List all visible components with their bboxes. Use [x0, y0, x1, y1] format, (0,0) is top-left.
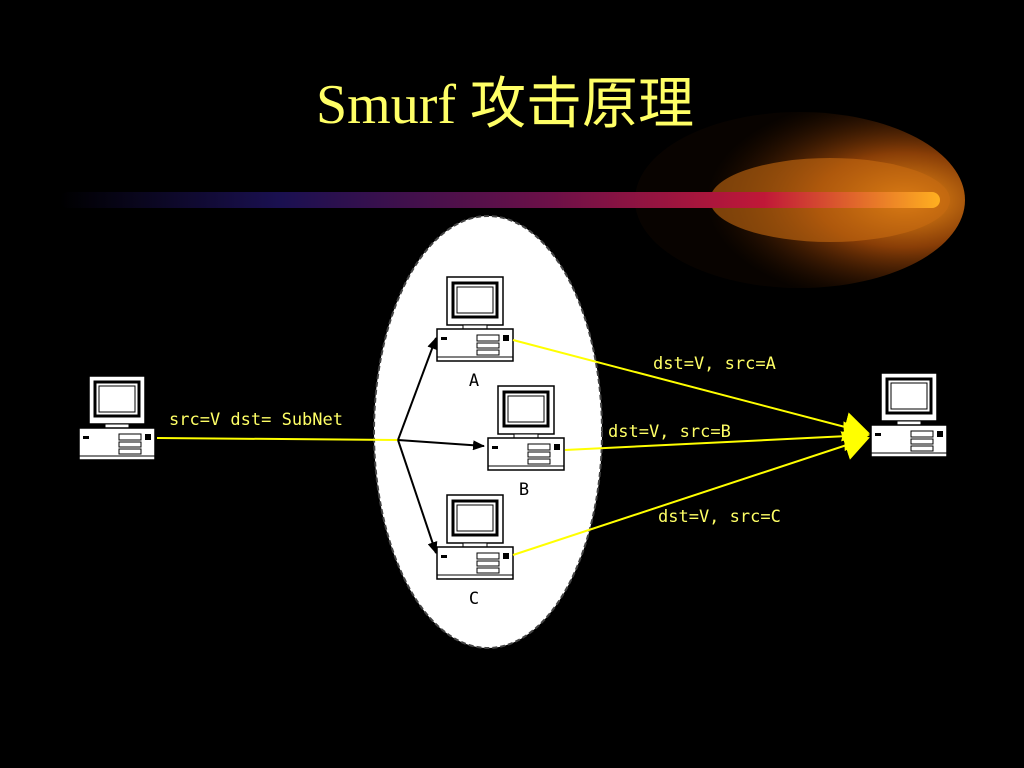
- host-b-label: B: [519, 480, 529, 500]
- attack-packet-label: src=V dst= SubNet: [169, 410, 343, 430]
- reply-line-c: [512, 431, 870, 556]
- reply-line-a: [512, 339, 870, 442]
- host-b-computer-icon: [486, 384, 566, 472]
- attack-packet-line: [156, 437, 399, 441]
- slide-title: Smurf 攻击原理: [316, 74, 694, 136]
- banner-beam: [60, 192, 940, 208]
- reply-line-b: [564, 421, 870, 452]
- reply-label-a: dst=V, src=A: [653, 354, 776, 374]
- host-a-label: A: [469, 371, 479, 391]
- attacker-computer-icon: [77, 374, 157, 462]
- broadcast-arrow-b: [397, 439, 485, 451]
- host-c-computer-icon: [435, 493, 515, 581]
- reply-label-b: dst=V, src=B: [608, 422, 731, 442]
- broadcast-arrow-a: [397, 337, 437, 441]
- victim-computer-icon: [869, 371, 949, 459]
- reply-label-c: dst=V, src=C: [658, 507, 781, 527]
- broadcast-arrow-c: [397, 439, 438, 554]
- host-c-label: C: [469, 589, 479, 609]
- host-a-computer-icon: [435, 275, 515, 363]
